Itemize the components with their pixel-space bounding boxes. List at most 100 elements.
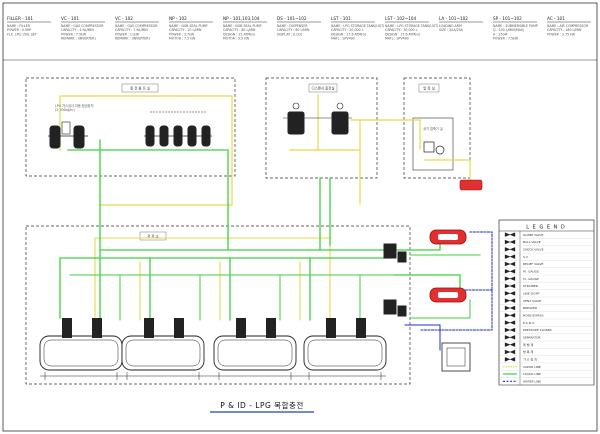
equipment-spec: NAME : GAS COMPRESSOR <box>61 24 104 28</box>
equipment-spec: DESIGN : 15 ATM(G) <box>223 32 255 36</box>
equipment-spec: REMARK : (INVERTER) <box>115 37 150 41</box>
legend-label: PRESSURE CLOSER <box>523 328 552 332</box>
equipment-spec: NAME : LPG STORAGE TANK(UGT) <box>385 24 438 28</box>
equipment-spec: DISPLAY : (LCD) <box>277 32 302 36</box>
temp-gauge-icon <box>504 276 516 281</box>
equipment-spec: Q : 100 L/MIN(MAX) <box>493 28 524 32</box>
legend-label: 가 스 검 지 <box>523 356 537 361</box>
hose-icon <box>504 313 516 318</box>
regulator-icon <box>504 327 516 333</box>
area-dispenser-room: 디스펜서 충전실 <box>265 77 378 179</box>
piping <box>59 94 493 351</box>
equipment-spec: NAME : GAS COMPRESSOR <box>115 24 158 28</box>
legend-item: E.S.D.V. <box>499 320 594 327</box>
legend-label: RELIEF VALVE <box>523 262 543 266</box>
legend-item: CHECK VALVE <box>499 247 594 254</box>
equipment-spec: CAPACITY : 80 L/MIN <box>223 28 256 32</box>
pump-room-sub-1: LPG 가스검사 자동 잠금장치 <box>55 103 94 108</box>
legend-label: STRAINER <box>523 284 538 288</box>
area-compressor-room: 압 축 실 공기 압축기 실 <box>403 77 471 179</box>
legend-label: CHECK VALVE <box>523 247 544 251</box>
equipment-spec: POWER : 0.5HP <box>7 28 31 32</box>
gas-detector-icon <box>504 357 516 362</box>
ball-valve-icon <box>504 239 516 245</box>
equipment-tag-id: LA - 101~102 <box>439 16 468 21</box>
equipment-spec: CAPACITY : 30,000 L <box>385 28 418 32</box>
legend-label: LINE SIGHT <box>523 291 540 295</box>
tanker-trucks <box>429 229 467 303</box>
equipment-spec: CAPACITY : 10 L/MIN <box>169 28 202 32</box>
equipment-spec: CAPACITY : 180 L/MIN <box>547 28 582 32</box>
legend-item: STRAINER <box>499 283 594 290</box>
compressor-room-label: 압 축 실 <box>423 86 435 91</box>
legend-label: GLOBE VALVE <box>523 233 543 237</box>
equipment-tag-id: NP - 102 <box>169 16 187 21</box>
equipment-spec: CAPACITY : 7 NL/MIN <box>115 28 148 32</box>
separator-icon <box>504 335 516 340</box>
equipment-spec: MATL : SPV490 <box>385 37 409 41</box>
equipment-tag-id: NP - 101,103,104 <box>223 16 260 21</box>
equipment-spec: POWER : 7.5kW <box>61 32 87 36</box>
equipment-spec: NAME : LPG STORAGE TANK(UGT) <box>331 24 384 28</box>
level-icon <box>504 342 516 347</box>
legend-label: HOSE BYPASS <box>523 313 544 317</box>
legend-label: SEPARATOR <box>523 335 541 339</box>
pump-room-sub-2: (2,000kg/hr) <box>55 108 75 112</box>
equipment-tag-id: LST - 102~104 <box>385 16 417 21</box>
storage-label: 저 장 소 <box>147 234 159 239</box>
equipment-spec: DESIGN : 17.6 ATM(G) <box>385 32 420 36</box>
legend-item: BREAKER <box>499 305 594 312</box>
legend-title: L E G E N D <box>526 225 566 231</box>
equipment-spec: H : 150M <box>493 32 508 36</box>
equipment-tag-id: FILLER - 101 <box>7 16 33 21</box>
legend-item: GLOBE VALVE <box>499 232 594 239</box>
legend-item: 방 폭 계 <box>499 349 594 356</box>
legend-label: BREAKER <box>523 306 537 310</box>
legend-item: T.I. GAUGE <box>499 276 594 283</box>
gate-valve-icon <box>504 232 516 237</box>
legend-item: HOSE BYPASS <box>499 313 594 320</box>
equipment-tag-id: VC - 102 <box>115 16 133 21</box>
legend-item: LIQUID LINE <box>499 372 594 378</box>
legend-item: BALL VALVE <box>499 239 594 246</box>
equipment-tag-id: VC - 101 <box>61 16 79 21</box>
equipment-spec: POWER : 3.75 kW <box>547 32 576 36</box>
compressor-equipment <box>423 141 483 191</box>
equipment-spec: NAME : SUBMERSIBLE PUMP <box>493 24 538 28</box>
storage-tanks <box>39 318 387 380</box>
legend-label: VAPOR LINE <box>523 365 541 369</box>
legend-item: VAPOR LINE <box>499 365 594 371</box>
water-icon <box>504 349 516 355</box>
equipment-spec: NAME : NGB SEAL PUMP <box>169 24 207 28</box>
legend-item: P.I. GAUGE <box>499 269 594 276</box>
legend-item: PRESSURE CLOSER <box>499 327 594 334</box>
equipment-spec: SIZE : 50A/25A <box>439 28 464 32</box>
legend-label: VENT VALVE <box>523 299 541 303</box>
legend-item: S.V <box>499 254 594 261</box>
legend-item: 가 스 검 지 <box>499 356 594 364</box>
dispenser-equipment <box>283 102 352 135</box>
equipment-spec: REMARK : (INVERTER) <box>61 37 96 41</box>
legend-item: 레 벨 계 <box>499 342 594 349</box>
legend-label: T.I. GAUGE <box>522 277 539 281</box>
equipment-spec: NAME : AIR COMPRESSOR <box>547 24 589 28</box>
legend-label: WATER LINE <box>523 379 541 383</box>
equipment-spec: MATL : SPV490 <box>331 37 355 41</box>
legend-item: WATER LINE <box>499 379 594 386</box>
legend-label: LIQUID LINE <box>523 372 541 376</box>
equipment-spec: CAPACITY : 20,000 L <box>331 28 364 32</box>
equipment-spec: POWER : 7.5kW <box>493 37 519 41</box>
legend-label: 레 벨 계 <box>523 342 533 347</box>
area-storage: 저 장 소 <box>25 225 411 385</box>
equipment-spec: FLX. LPG 150L SET <box>7 32 37 36</box>
